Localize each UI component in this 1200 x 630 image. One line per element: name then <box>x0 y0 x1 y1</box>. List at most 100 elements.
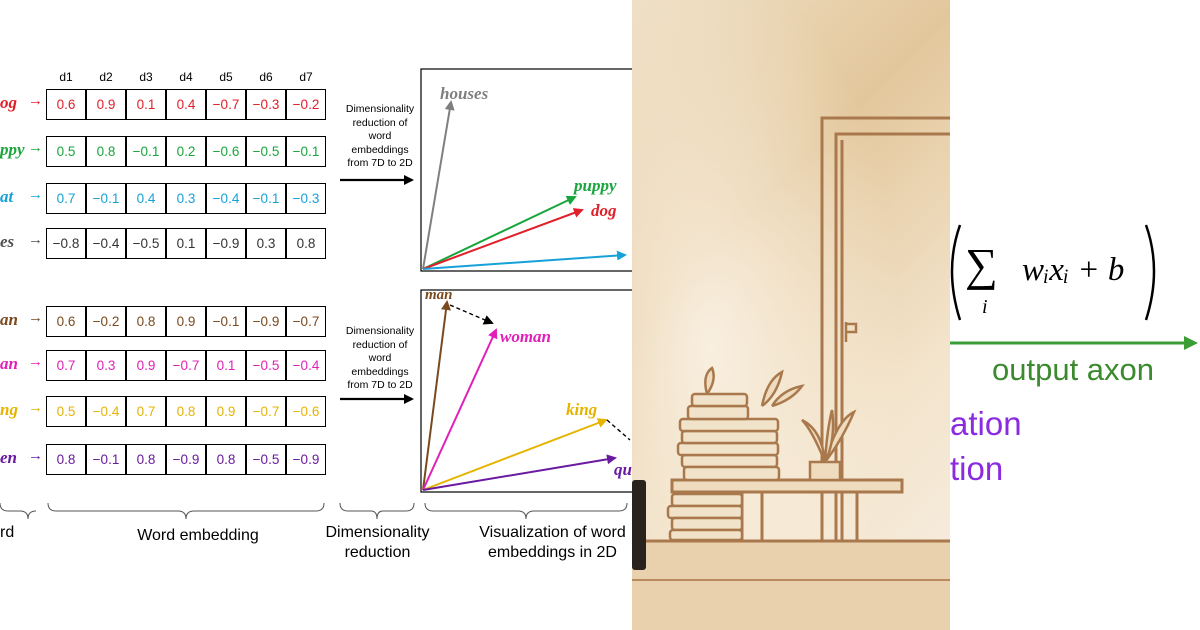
embedding-cell: 0.9 <box>206 396 246 427</box>
embedding-cell: −0.5 <box>246 444 286 475</box>
label-houses: houses <box>440 84 489 103</box>
word-arrow-icon: → <box>28 354 43 370</box>
embedding-cell: −0.7 <box>166 350 206 381</box>
vector-cat <box>422 250 627 270</box>
note-line: reduction of <box>352 116 408 129</box>
reduction-note-group2: Dimensionality reduction of word embeddi… <box>335 325 425 393</box>
embedding-cell: 0.7 <box>46 350 86 381</box>
embedding-cell: 0.4 <box>126 183 166 214</box>
brace-dimensionality <box>339 502 415 520</box>
embedding-cell: 0.8 <box>286 228 326 259</box>
embedding-cell: 0.1 <box>166 228 206 259</box>
word-label: es <box>0 232 15 251</box>
word-label: at <box>0 187 14 206</box>
caption-line: Dimensionality <box>325 524 430 541</box>
room-illustration <box>632 0 950 630</box>
word-arrow-icon: → <box>28 400 43 416</box>
output-axon-label: output axon <box>992 352 1155 387</box>
embedding-cell: 0.9 <box>86 89 126 120</box>
embedding-cell: −0.6 <box>286 396 326 427</box>
word-label: og <box>0 93 17 112</box>
floor <box>632 540 950 630</box>
word-arrow-icon: → <box>28 310 43 326</box>
embedding-cell: −0.4 <box>286 350 326 381</box>
door <box>820 116 950 540</box>
embedding-cell: −0.4 <box>206 183 246 214</box>
embedding-cell: −0.1 <box>126 136 166 167</box>
brace-visualization <box>424 502 628 520</box>
embedding-cell: 0.5 <box>46 396 86 427</box>
embedding-cell: 0.8 <box>166 396 206 427</box>
embedding-cell: −0.8 <box>46 228 86 259</box>
sum-index: i <box>982 296 988 318</box>
label-puppy: puppy <box>574 176 617 195</box>
embedding-cell: 0.3 <box>86 350 126 381</box>
dim-header-d6: d6 <box>259 70 273 84</box>
neuron-formula-snippet: ∑ i wᵢxᵢ + b output axon ation tion <box>950 0 1200 630</box>
right-paren <box>1144 224 1156 321</box>
book-stack <box>666 392 781 542</box>
reduction-note-group1: Dimensionality reduction of word embeddi… <box>335 103 425 171</box>
dim-header-d3: d3 <box>139 70 153 84</box>
embedding-cell: 0.8 <box>206 444 246 475</box>
vector-houses <box>422 100 455 270</box>
embedding-cell: −0.2 <box>86 306 126 337</box>
diagram-graphics <box>0 68 632 520</box>
caption-line: reduction <box>344 544 411 561</box>
embedding-cell: −0.3 <box>246 89 286 120</box>
left-paren <box>950 224 962 321</box>
word-label: en <box>0 448 17 467</box>
embedding-cell: −0.9 <box>166 444 206 475</box>
embedding-cell: 0.4 <box>166 89 206 120</box>
embedding-cell: −0.4 <box>86 228 126 259</box>
embedding-cell: −0.7 <box>206 89 246 120</box>
embedding-cell: 0.3 <box>166 183 206 214</box>
note-line: embeddings <box>351 365 409 378</box>
note-line: word <box>368 130 392 142</box>
note-line: reduction of <box>352 338 408 351</box>
formula-graphics <box>950 224 1198 350</box>
label-woman: woman <box>500 327 552 346</box>
word-label: an <box>0 354 18 373</box>
embedding-cell: 0.5 <box>46 136 86 167</box>
plot-box-group2 <box>420 289 632 493</box>
word-arrow-icon: → <box>28 448 43 464</box>
word-arrow-icon: → <box>28 140 43 156</box>
embedding-cell: 0.6 <box>46 89 86 120</box>
embedding-cell: 0.8 <box>126 444 166 475</box>
label-man: man <box>425 287 453 303</box>
embedding-cell: −0.7 <box>246 396 286 427</box>
embedding-cell: −0.9 <box>246 306 286 337</box>
embedding-cell: 0.1 <box>126 89 166 120</box>
axon-arrow-head <box>1184 336 1198 350</box>
brace-word <box>0 502 37 520</box>
sum-symbol: ∑ <box>965 239 998 290</box>
vector-puppy <box>422 195 577 270</box>
analogy-arrow-man-woman <box>449 304 494 325</box>
room-illustration-art <box>632 0 950 630</box>
embedding-cell: −0.1 <box>286 136 326 167</box>
embedding-cell: 0.9 <box>166 306 206 337</box>
caption-visualization: Visualization of word embeddings in 2D <box>465 523 632 563</box>
function-text-fragment: tion <box>950 450 1004 487</box>
note-line: embeddings <box>351 143 409 156</box>
word-arrow-icon: → <box>28 232 43 248</box>
activation-text-fragment: ation <box>950 405 1022 442</box>
bench <box>670 478 904 540</box>
embedding-cell: 0.8 <box>46 444 86 475</box>
dim-header-d2: d2 <box>99 70 113 84</box>
word-arrow-icon: → <box>28 93 43 109</box>
caption-dimensionality-reduction: Dimensionality reduction <box>315 523 440 563</box>
embedding-cell: −0.3 <box>286 183 326 214</box>
plot-box-group1 <box>420 68 632 272</box>
embedding-cell: −0.1 <box>206 306 246 337</box>
note-line: Dimensionality <box>345 325 415 337</box>
embedding-cell: −0.5 <box>246 136 286 167</box>
vector-dog <box>422 208 584 270</box>
embedding-cell: 0.9 <box>126 350 166 381</box>
word-arrow-icon: → <box>28 187 43 203</box>
embedding-cell: −0.1 <box>86 444 126 475</box>
brace-word-embedding <box>47 502 325 520</box>
embedding-cell: −0.1 <box>86 183 126 214</box>
